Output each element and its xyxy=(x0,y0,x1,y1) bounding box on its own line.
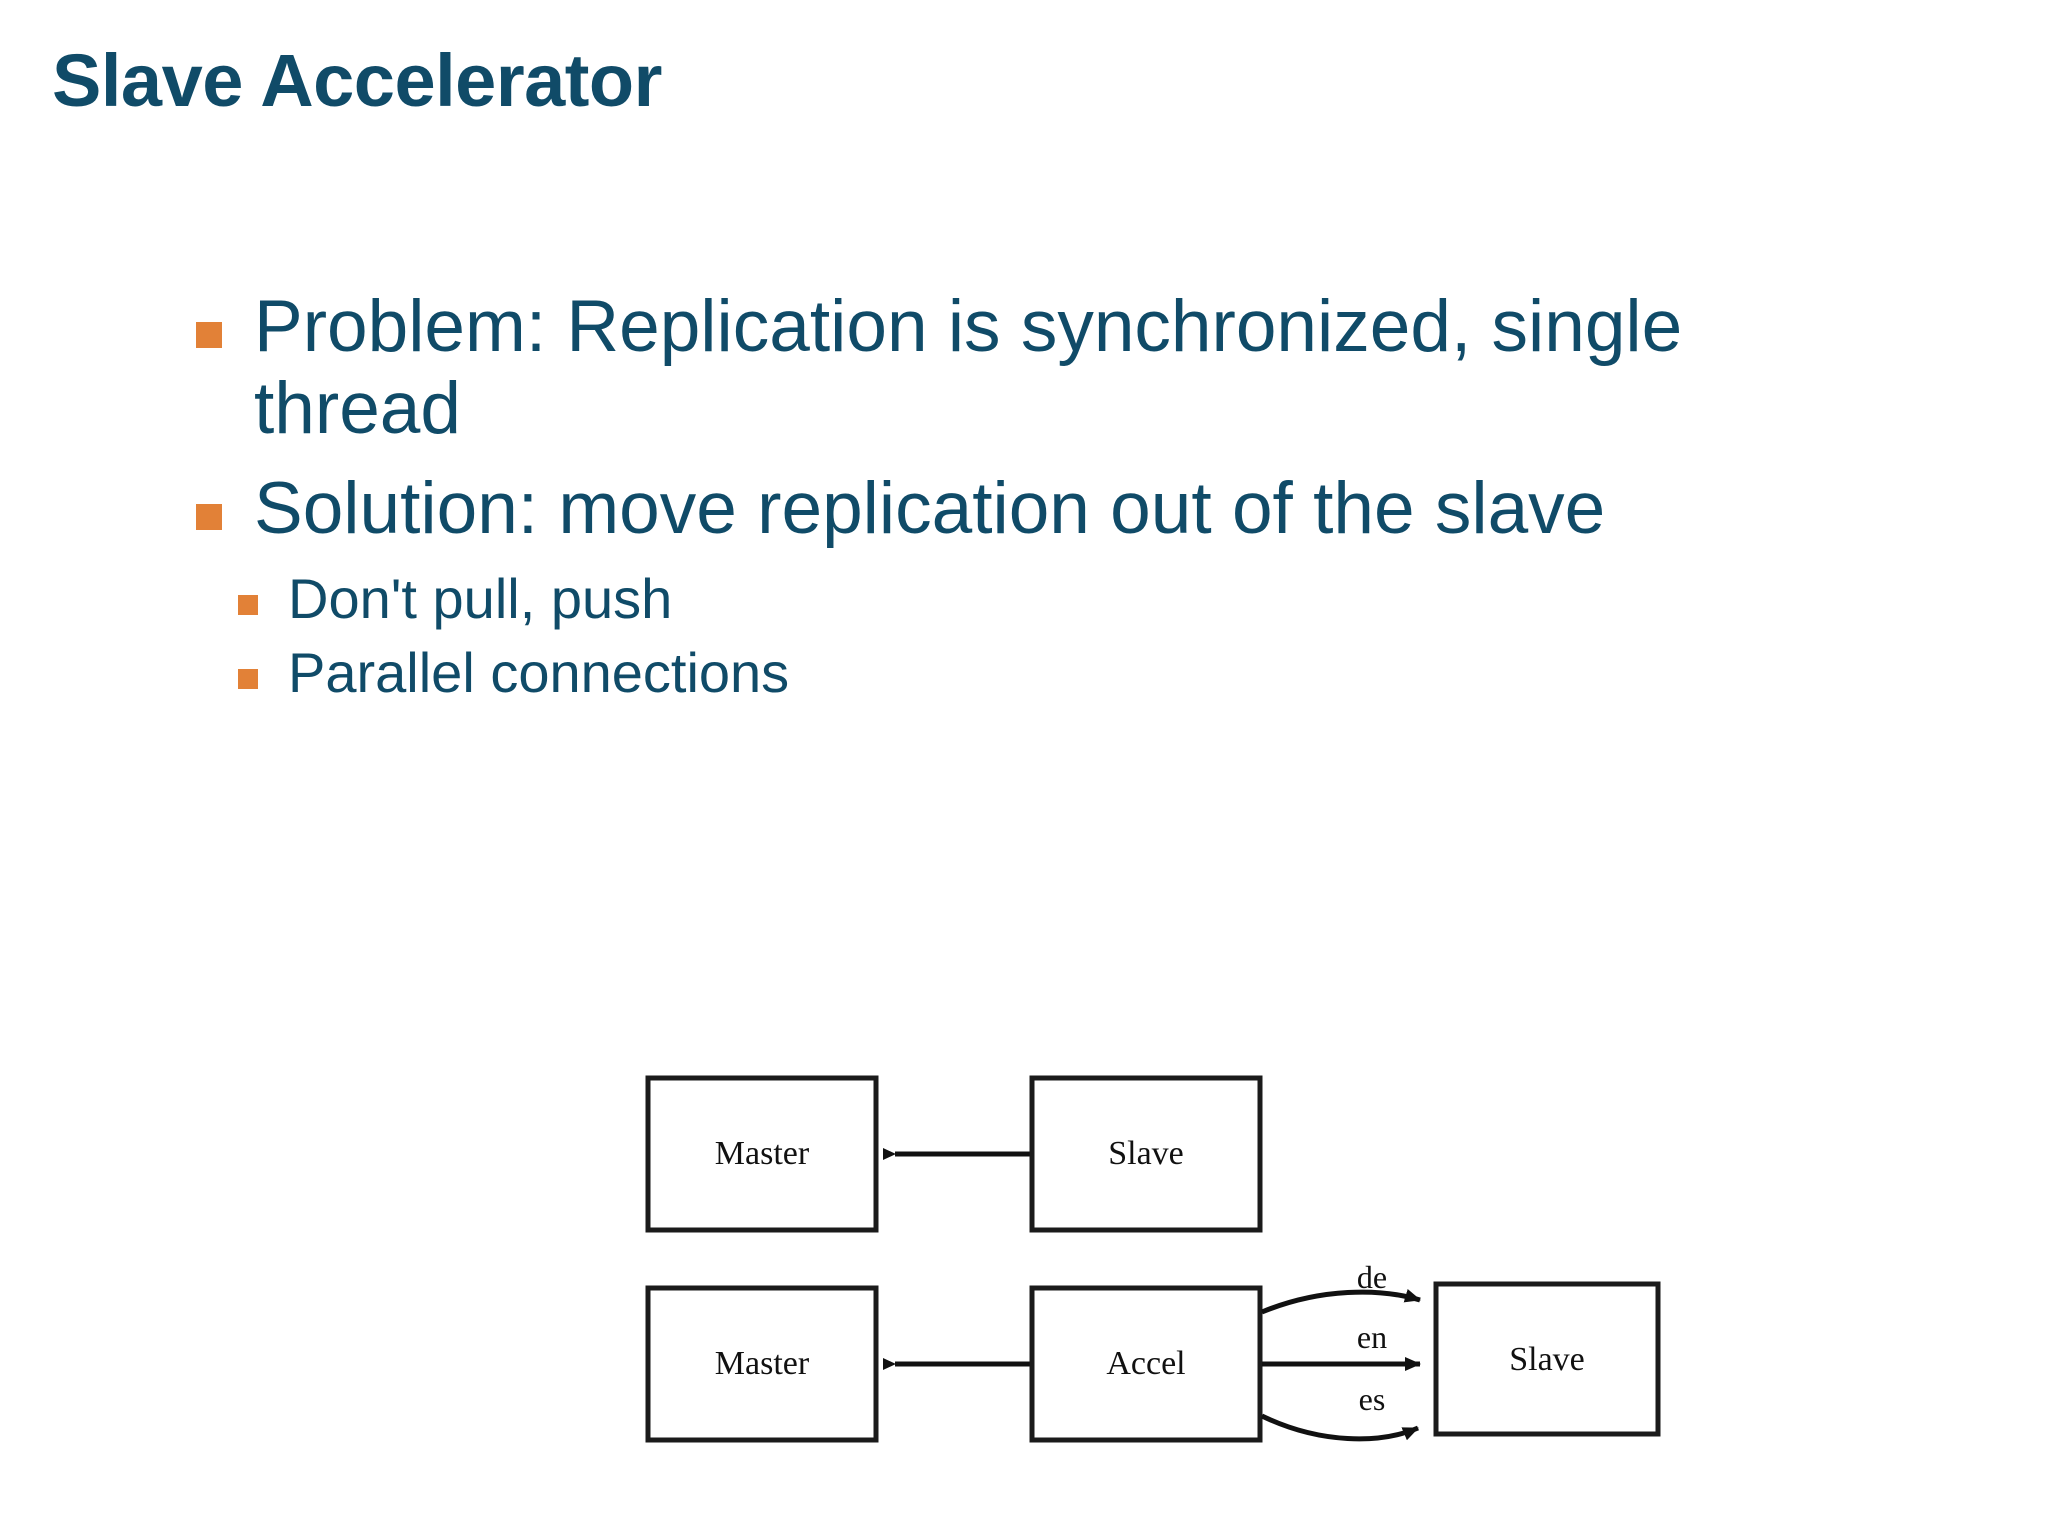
bullet-text: Problem: Replication is synchronized, si… xyxy=(254,286,1683,449)
box-label: Slave xyxy=(1509,1341,1585,1378)
bullet-text: Parallel connections xyxy=(288,641,790,705)
bullet-marker-icon xyxy=(238,669,258,690)
page-title: Slave Accelerator xyxy=(52,39,662,122)
diagram-box-master-top: Master xyxy=(645,1075,879,1233)
box-label: Accel xyxy=(1106,1345,1185,1382)
box-outline xyxy=(645,1075,879,1233)
bullet-marker-icon xyxy=(196,503,222,530)
connection-label-de: de xyxy=(1357,1259,1387,1295)
box-outline xyxy=(1433,1281,1661,1437)
bullet-marker-icon xyxy=(196,322,222,348)
list-item: Don't pull, push xyxy=(238,567,1896,631)
bullet-list: Problem: Replication is synchronized, si… xyxy=(196,286,1896,715)
list-item: Problem: Replication is synchronized, si… xyxy=(196,286,1896,450)
bullet-text: Solution: move replication out of the sl… xyxy=(254,467,1606,549)
diagram-box-accel: Accel xyxy=(1029,1285,1263,1443)
connection-label-en: en xyxy=(1357,1319,1387,1355)
architecture-diagram: Master Slave Master Accel xyxy=(600,1020,1720,1490)
box-outline xyxy=(645,1285,879,1443)
bullet-marker-icon xyxy=(238,595,258,616)
diagram-box-slave-top: Slave xyxy=(1029,1075,1263,1233)
connection-es xyxy=(1260,1413,1419,1442)
diagram-svg: Master Slave Master Accel xyxy=(645,1075,1661,1443)
box-label: Master xyxy=(715,1345,810,1382)
connection-de xyxy=(1261,1288,1421,1315)
bullet-text: Don't pull, push xyxy=(288,567,673,631)
box-label: Master xyxy=(715,1135,810,1172)
list-item: Solution: move replication out of the sl… xyxy=(196,468,1896,550)
list-item: Parallel connections xyxy=(238,641,1896,705)
connection-label-es: es xyxy=(1359,1381,1386,1417)
box-outline xyxy=(1029,1285,1263,1443)
box-outline xyxy=(1029,1075,1263,1233)
box-label: Slave xyxy=(1108,1135,1184,1172)
diagram-box-master-bottom: Master xyxy=(645,1285,879,1443)
diagram-box-slave-bottom: Slave xyxy=(1433,1281,1661,1437)
